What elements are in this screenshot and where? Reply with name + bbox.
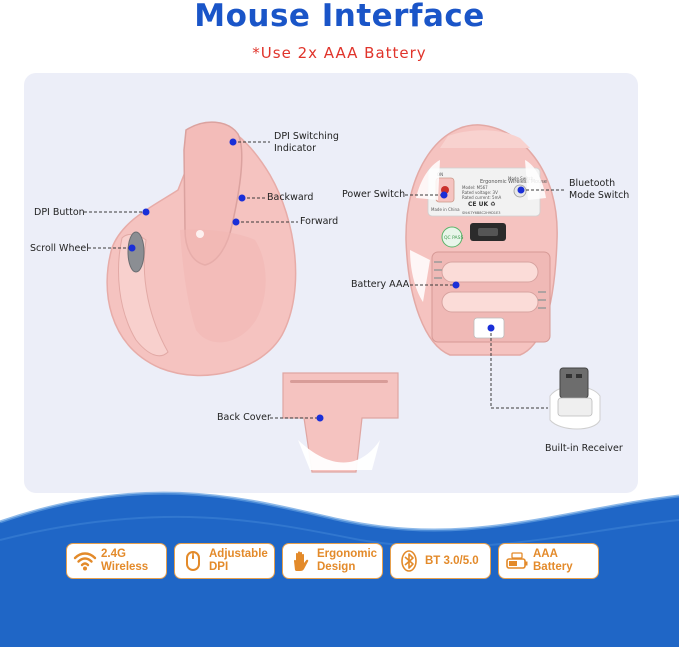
dot-forward xyxy=(232,218,240,226)
label-dpi-button: DPI Button xyxy=(34,207,85,218)
bluetooth-icon xyxy=(401,550,417,572)
feature-ergonomic: Ergonomic Design xyxy=(282,543,383,579)
label-dpi-switching-indicator-line2: Indicator xyxy=(274,143,316,154)
feature-wireless-text: 2.4G Wireless xyxy=(101,548,148,573)
label-built-in-receiver: Built-in Receiver xyxy=(545,443,623,454)
dot-backward xyxy=(238,194,246,202)
feature-ergonomic-line2: Design xyxy=(317,560,356,573)
dot-dpi-indicator xyxy=(229,138,237,146)
label-battery-aaa: Battery AAA xyxy=(351,279,410,290)
feature-battery-line1: AAA xyxy=(533,548,558,560)
feature-dpi-text: Adjustable DPI xyxy=(209,548,268,573)
label-plate-line-4: Rated current: 5mA xyxy=(462,195,501,200)
label-bluetooth-line1: Bluetooth xyxy=(569,178,616,189)
wifi-icon xyxy=(73,552,97,571)
scroll-wheel-part xyxy=(127,231,145,273)
label-power-switch: Power Switch xyxy=(342,189,406,200)
dot-bluetooth xyxy=(517,186,525,194)
dot-dpi-button xyxy=(142,208,150,216)
dot-back-cover xyxy=(316,414,324,422)
dot-battery xyxy=(452,281,460,289)
feature-bar: 2.4G Wireless Adjustable DPI Ergonomic D… xyxy=(0,540,679,590)
back-cover-part xyxy=(282,372,399,473)
svg-text:CE UK ♻: CE UK ♻ xyxy=(468,201,496,208)
label-dpi-switching-indicator: DPI Switching Indicator xyxy=(274,131,339,155)
dot-receiver xyxy=(487,324,495,332)
label-bluetooth-line2: Mode Switch xyxy=(569,190,630,201)
label-scroll-wheel: Scroll Wheel xyxy=(30,243,89,254)
battery-1 xyxy=(441,261,539,283)
label-back-cover: Back Cover xyxy=(217,412,271,423)
feature-bluetooth-text: BT 3.0/5.0 xyxy=(425,555,479,568)
feature-bluetooth: BT 3.0/5.0 xyxy=(390,543,491,579)
feature-bluetooth-line1: BT 3.0/5.0 xyxy=(425,555,479,567)
qc-pass-sticker xyxy=(441,226,463,248)
usb-receiver-part xyxy=(549,367,601,430)
feature-dpi-line1: Adjustable xyxy=(209,548,268,560)
label-plate-line-3: Rated voltage: 3V xyxy=(462,190,498,195)
hand-icon xyxy=(294,551,309,571)
battery-icon xyxy=(506,552,528,569)
battery-note: *Use 2x AAA Battery xyxy=(252,44,427,62)
feature-wireless: 2.4G Wireless xyxy=(66,543,167,579)
label-forward: Forward xyxy=(300,216,339,227)
label-plate-mode-switch: Mode Switch xyxy=(508,176,534,181)
qc-pass-text: QC PASS xyxy=(444,235,463,241)
label-backward: Backward xyxy=(267,192,314,203)
mouse-bottom-view: Ergonomic Wireless Mouse Model: M567 Rat… xyxy=(405,124,558,356)
mouse-side-view xyxy=(106,121,297,377)
dot-power-switch xyxy=(440,191,448,199)
battery-2 xyxy=(441,291,539,313)
feature-battery-line2: Battery xyxy=(533,560,573,573)
feature-battery-text: AAA Battery xyxy=(533,548,573,573)
feature-ergonomic-text: Ergonomic Design xyxy=(317,548,377,573)
label-plate-made-in: Made in China xyxy=(431,207,460,212)
label-plate-on: ON xyxy=(437,172,443,177)
feature-wireless-line2: Wireless xyxy=(101,560,149,573)
feature-wireless-line1: 2.4G xyxy=(101,548,126,560)
page-title: Mouse Interface xyxy=(194,0,485,34)
mouse-icon xyxy=(186,551,200,571)
feature-ergonomic-line1: Ergonomic xyxy=(317,548,378,560)
label-plate-line-2: Model: M567 xyxy=(462,185,488,190)
label-dpi-switching-indicator-line1: DPI Switching xyxy=(274,131,339,142)
feature-dpi-line2: DPI xyxy=(209,560,229,573)
dot-scroll-wheel xyxy=(128,244,136,252)
label-plate-line-5: SN:K7Y6B8C2H9D1E3 xyxy=(462,211,500,215)
label-bluetooth-mode-switch: Bluetooth Mode Switch xyxy=(569,178,629,202)
feature-adjustable-dpi: Adjustable DPI xyxy=(174,543,275,579)
label-plate-line-1: Ergonomic Wireless Mouse xyxy=(480,179,547,185)
feature-battery: AAA Battery xyxy=(498,543,599,579)
